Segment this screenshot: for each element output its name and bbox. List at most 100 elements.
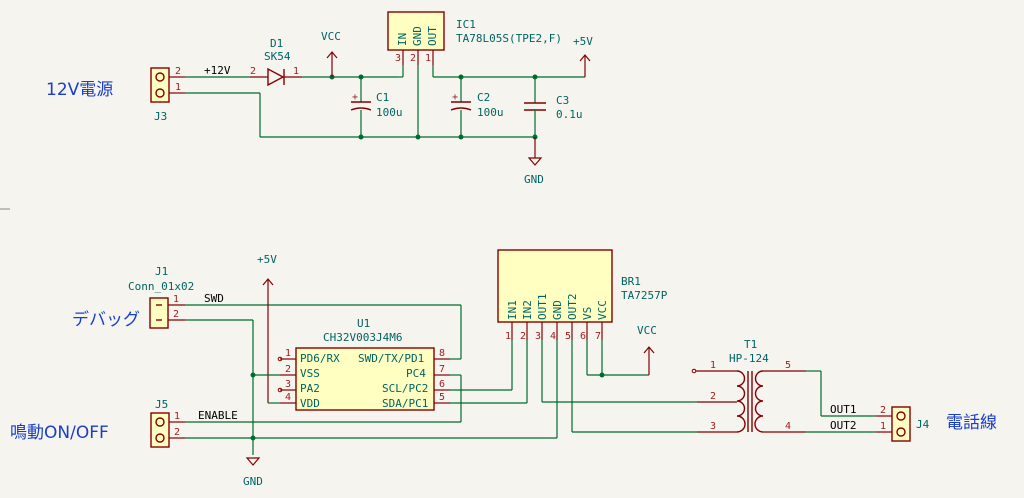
svg-text:+5V: +5V — [573, 35, 593, 48]
svg-text:2: 2 — [174, 427, 180, 438]
mcu-u1[interactable]: U1 CH32V003J4M6 PD6/RX VSS PA2 VDD SWD/T… — [280, 317, 450, 411]
svg-text:8: 8 — [439, 348, 445, 359]
svg-text:VCC: VCC — [596, 300, 609, 320]
svg-text:CH32V003J4M6: CH32V003J4M6 — [323, 331, 402, 344]
svg-text:2: 2 — [410, 53, 416, 64]
svg-text:HP-124: HP-124 — [729, 352, 769, 365]
svg-text:Conn_01x02: Conn_01x02 — [128, 280, 194, 293]
svg-text:1: 1 — [173, 294, 179, 305]
label-ring-onoff: 鳴動ON/OFF — [10, 423, 109, 443]
power-vcc-bottom: VCC — [637, 324, 657, 375]
svg-text:6: 6 — [439, 379, 445, 390]
capacitor-c1[interactable]: + C1 100u — [350, 77, 403, 140]
svg-text:SWD: SWD — [204, 292, 224, 305]
regulator-ic1[interactable]: IN GND OUT 3 2 1 IC1 TA78L05S(TPE2,F) — [387, 11, 562, 65]
svg-text:OUT: OUT — [426, 26, 439, 46]
svg-text:VCC: VCC — [321, 30, 341, 43]
svg-text:T1: T1 — [744, 338, 757, 351]
svg-text:GND: GND — [551, 300, 564, 320]
svg-text:IN2: IN2 — [521, 300, 534, 320]
driver-br1[interactable]: BR1 TA7257P IN1 IN2 OUT1 GND OUT2 VS VCC… — [497, 249, 668, 342]
power-gnd-bottom: GND — [243, 457, 263, 488]
power-gnd-top: GND — [524, 137, 544, 186]
svg-text:SCL/PC2: SCL/PC2 — [382, 382, 428, 395]
label-debug: デバッグ — [72, 309, 140, 330]
svg-text:1: 1 — [880, 421, 886, 432]
svg-text:2: 2 — [710, 391, 716, 402]
svg-text:3: 3 — [710, 421, 716, 432]
svg-text:VDD: VDD — [300, 397, 320, 410]
d1-value: SK54 — [264, 50, 291, 63]
connector-j5[interactable]: J5 1 2 — [150, 398, 185, 448]
svg-text:2: 2 — [285, 364, 291, 375]
svg-text:3: 3 — [535, 331, 541, 342]
svg-text:C1: C1 — [376, 91, 389, 104]
svg-text:4: 4 — [785, 421, 791, 432]
svg-text:2: 2 — [880, 405, 886, 416]
svg-text:VS: VS — [581, 307, 594, 320]
svg-text:6: 6 — [580, 331, 586, 342]
svg-text:SDA/PC1: SDA/PC1 — [382, 397, 428, 410]
svg-text:+: + — [352, 92, 358, 103]
j3-pin2: 2 — [175, 66, 181, 77]
svg-text:OUT1: OUT1 — [830, 403, 857, 416]
svg-text:2: 2 — [520, 331, 526, 342]
svg-text:5: 5 — [785, 360, 791, 371]
d1-pin2: 2 — [250, 66, 256, 77]
svg-text:1: 1 — [425, 53, 431, 64]
d1-ref: D1 — [270, 37, 283, 50]
svg-text:100u: 100u — [376, 106, 403, 119]
svg-text:U1: U1 — [357, 317, 370, 330]
power-5v-bottom: +5V — [257, 253, 277, 403]
svg-text:OUT2: OUT2 — [566, 294, 579, 321]
svg-text:C3: C3 — [556, 94, 569, 107]
svg-text:BR1: BR1 — [621, 275, 641, 288]
ic1-ref: IC1 — [456, 18, 476, 31]
j3-pin1: 1 — [175, 82, 181, 93]
svg-text:5: 5 — [439, 392, 445, 403]
diode-d1[interactable]: 2 1 D1 SK54 — [250, 37, 302, 87]
svg-text:IN1: IN1 — [506, 300, 519, 320]
svg-text:J5: J5 — [155, 398, 168, 411]
svg-text:VCC: VCC — [637, 324, 657, 337]
svg-text:4: 4 — [285, 392, 291, 403]
svg-text:1: 1 — [174, 411, 180, 422]
svg-text:+: + — [452, 92, 458, 103]
capacitor-c2[interactable]: + C2 100u — [450, 77, 504, 140]
svg-text:IN: IN — [396, 33, 409, 46]
connector-j1[interactable]: J1 Conn_01x02 1 2 — [128, 265, 194, 329]
j3-ref: J3 — [154, 110, 167, 123]
svg-text:1: 1 — [505, 331, 511, 342]
svg-text:3: 3 — [395, 53, 401, 64]
capacitor-c3[interactable]: C3 0.1u — [524, 77, 583, 137]
label-phone-line: 電話線 — [946, 413, 997, 433]
svg-text:+5V: +5V — [257, 253, 277, 266]
svg-text:GND: GND — [411, 26, 424, 46]
svg-text:GND: GND — [243, 475, 263, 488]
svg-text:J4: J4 — [916, 418, 930, 431]
svg-text:1: 1 — [710, 360, 716, 371]
ic1-value: TA78L05S(TPE2,F) — [456, 32, 562, 45]
svg-text:PD6/RX: PD6/RX — [300, 352, 340, 365]
transformer-t1[interactable]: T1 HP-124 1 2 3 4 5 — [691, 338, 806, 433]
svg-text:C2: C2 — [477, 91, 490, 104]
connector-j3[interactable]: 2 1 J3 — [150, 66, 185, 123]
svg-text:4: 4 — [550, 331, 556, 342]
svg-text:PC4: PC4 — [406, 367, 426, 380]
svg-text:5: 5 — [565, 331, 571, 342]
label-power-input: 12V電源 — [46, 80, 113, 100]
connector-j4[interactable]: 2 1 J4 — [876, 405, 930, 442]
svg-text:OUT2: OUT2 — [830, 419, 857, 432]
svg-text:ENABLE: ENABLE — [198, 409, 238, 422]
svg-text:J1: J1 — [155, 265, 168, 278]
svg-text:GND: GND — [524, 173, 544, 186]
power-5v-top: +5V — [573, 35, 593, 77]
svg-text:2: 2 — [173, 309, 179, 320]
svg-text:PA2: PA2 — [300, 382, 320, 395]
net-12v: +12V — [204, 64, 231, 77]
svg-text:SWD/TX/PD1: SWD/TX/PD1 — [358, 352, 424, 365]
svg-text:VSS: VSS — [300, 367, 320, 380]
svg-text:OUT1: OUT1 — [536, 294, 549, 321]
svg-text:1: 1 — [285, 348, 291, 359]
